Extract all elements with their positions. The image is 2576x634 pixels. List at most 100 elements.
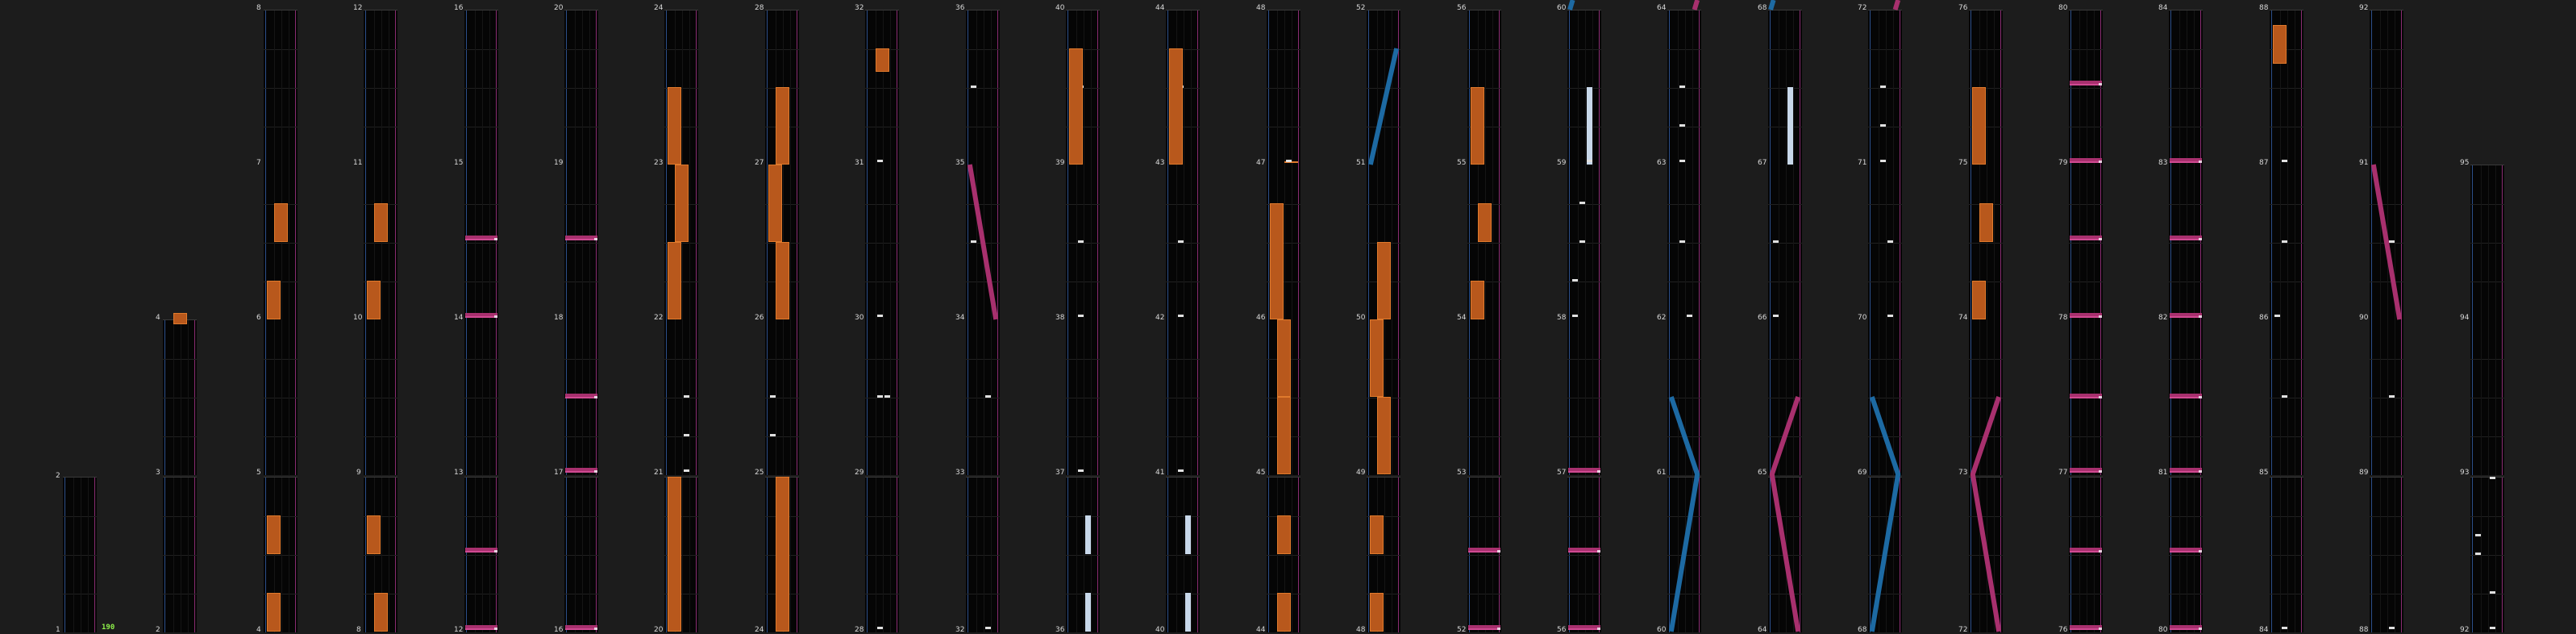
measure[interactable] (865, 10, 899, 165)
bt-chip-note[interactable] (1078, 315, 1084, 318)
bt-hold-note[interactable] (267, 281, 281, 319)
fx-chip-note[interactable] (465, 548, 497, 553)
bt-chip-note[interactable] (2490, 591, 2495, 594)
laser-right[interactable] (1892, 0, 1901, 10)
measure[interactable] (63, 477, 97, 632)
fx-chip-note[interactable] (1468, 625, 1500, 631)
laser-left[interactable] (1768, 0, 1776, 10)
fx-chip-note[interactable] (2170, 313, 2202, 319)
fx-chip-note[interactable] (2070, 81, 2102, 86)
measure[interactable] (1667, 477, 1701, 632)
bt-chip-note[interactable] (1679, 240, 1685, 243)
bt-chip-note[interactable] (2282, 627, 2287, 630)
bt-hold-note[interactable] (1370, 593, 1384, 632)
measure[interactable] (1969, 477, 2003, 632)
bt-hold-note[interactable] (1471, 281, 1484, 319)
bt-hold-note[interactable] (776, 477, 789, 632)
bt-hold-note[interactable] (776, 87, 789, 165)
measure[interactable] (464, 477, 498, 632)
measure[interactable] (2270, 477, 2303, 632)
measure[interactable] (364, 477, 397, 632)
bt-hold-note[interactable] (1277, 397, 1291, 474)
measure[interactable] (364, 319, 397, 475)
bt-chip-note[interactable] (1178, 315, 1184, 318)
bt-hold-note[interactable] (768, 165, 782, 242)
bt-chip-note[interactable] (884, 395, 890, 398)
measure[interactable] (865, 165, 899, 320)
measure[interactable] (1868, 165, 1902, 320)
measure[interactable] (664, 319, 698, 475)
fx-chip-note[interactable] (2170, 394, 2202, 398)
fx-chip-note[interactable] (1568, 548, 1600, 553)
bt-long-note[interactable] (1185, 593, 1191, 632)
measure[interactable] (1667, 319, 1701, 475)
fx-chip-note[interactable] (2170, 158, 2202, 164)
measure[interactable] (1467, 477, 1501, 632)
bt-long-note[interactable] (1085, 515, 1091, 554)
measure[interactable] (564, 477, 598, 632)
bt-hold-note[interactable] (1069, 48, 1083, 165)
bt-chip-note[interactable] (2475, 553, 2481, 555)
bt-chip-note[interactable] (684, 469, 689, 473)
bt-chip-note[interactable] (1572, 315, 1578, 318)
fx-chip-note[interactable] (1568, 468, 1600, 473)
bt-chip-note[interactable] (971, 86, 976, 88)
fx-chip-note[interactable] (565, 236, 597, 241)
bt-chip-note[interactable] (2282, 395, 2287, 398)
bt-chip-note[interactable] (1679, 86, 1685, 88)
bt-hold-note[interactable] (374, 203, 388, 242)
fx-chip-note[interactable] (1568, 625, 1600, 631)
bt-chip-note[interactable] (1587, 160, 1592, 163)
bt-chip-note[interactable] (1880, 160, 1886, 163)
measure[interactable] (2169, 10, 2203, 165)
bt-chip-note[interactable] (2389, 627, 2395, 630)
fx-chip-note[interactable] (2070, 236, 2102, 241)
measure[interactable] (865, 477, 899, 632)
laser-right[interactable] (1692, 0, 1700, 10)
measure[interactable] (1768, 319, 1802, 475)
bt-hold-note[interactable] (1370, 319, 1384, 397)
fx-chip-note[interactable] (2070, 548, 2102, 553)
fx-chip-note[interactable] (465, 236, 497, 241)
measure[interactable] (163, 319, 197, 475)
measure[interactable] (1166, 319, 1200, 475)
measure[interactable] (2470, 165, 2504, 320)
measure[interactable] (464, 10, 498, 165)
measure[interactable] (1066, 477, 1100, 632)
fx-chip-note[interactable] (2170, 236, 2202, 241)
bt-chip-note[interactable] (877, 315, 883, 318)
measure[interactable] (464, 319, 498, 475)
bt-chip-note[interactable] (877, 160, 883, 163)
bt-chip-note[interactable] (1579, 202, 1585, 204)
bt-chip-note[interactable] (877, 395, 883, 398)
fx-chip-note[interactable] (2070, 394, 2102, 398)
bt-chip-note[interactable] (1880, 86, 1886, 88)
measure[interactable] (1567, 10, 1601, 165)
bt-hold-note[interactable] (668, 87, 681, 165)
bt-long-note[interactable] (1085, 593, 1091, 632)
bt-hold-note[interactable] (1270, 203, 1284, 319)
bt-chip-note[interactable] (1078, 240, 1084, 243)
bt-chip-note[interactable] (1579, 240, 1585, 243)
measure[interactable] (2069, 10, 2103, 165)
measure[interactable] (1868, 477, 1902, 632)
measure[interactable] (2169, 477, 2203, 632)
measure[interactable] (2169, 165, 2203, 320)
bt-hold-note[interactable] (173, 313, 187, 324)
measure[interactable] (1467, 319, 1501, 475)
bt-hold-note[interactable] (1277, 515, 1291, 554)
measure[interactable] (1567, 319, 1601, 475)
bt-chip-note[interactable] (1887, 315, 1893, 318)
fx-chip-note[interactable] (2170, 625, 2202, 631)
bt-hold-note[interactable] (1972, 87, 1986, 165)
measure[interactable] (1768, 477, 1802, 632)
bt-hold-note[interactable] (668, 477, 681, 632)
bt-hold-note[interactable] (876, 48, 889, 72)
bt-hold-note[interactable] (1471, 87, 1484, 165)
bt-chip-note[interactable] (1178, 240, 1184, 243)
measure[interactable] (2069, 165, 2103, 320)
measure[interactable] (2470, 319, 2504, 475)
bt-long-note[interactable] (1185, 515, 1191, 554)
bt-chip-note[interactable] (2475, 533, 2481, 536)
bt-hold-note[interactable] (1377, 397, 1391, 474)
